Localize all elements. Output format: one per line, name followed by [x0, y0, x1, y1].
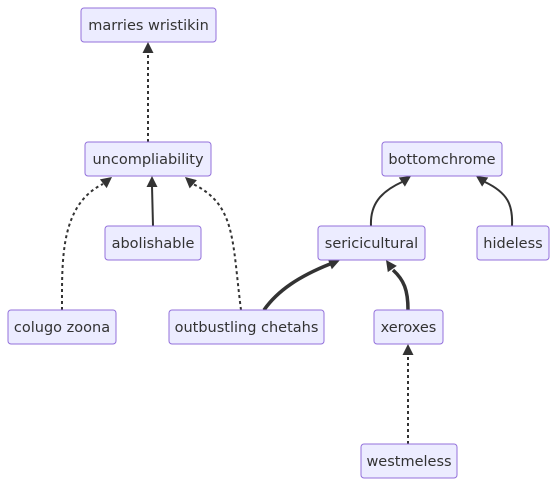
arrowhead-icon	[327, 258, 340, 270]
node-uncompliability: uncompliability	[84, 141, 212, 177]
arrowhead-icon	[398, 176, 411, 187]
edge-abolishable-to-uncompliability	[146, 176, 158, 227]
node-westmeless: westmeless	[360, 443, 458, 479]
node-outbustling: outbustling chetahs	[168, 309, 325, 345]
node-hideless: hideless	[476, 225, 550, 261]
node-label: outbustling chetahs	[175, 320, 319, 336]
edges-layer	[60, 42, 514, 444]
arrowhead-icon	[142, 42, 154, 53]
arrowhead-icon	[146, 176, 158, 187]
node-label: marries wristikin	[88, 18, 209, 34]
node-label: abolishable	[112, 236, 195, 252]
edge-xeroxes-to-sericicultural	[386, 260, 410, 311]
arrowhead-icon	[99, 177, 112, 189]
node-label: uncompliability	[92, 152, 203, 168]
edge-uncompliability-to-marries	[142, 42, 154, 142]
node-box	[84, 141, 212, 177]
node-box	[381, 141, 503, 177]
node-bottomchrome: bottomchrome	[381, 141, 503, 177]
edge-westmeless-to-xeroxes	[402, 344, 414, 444]
edge-outbustling-to-sericicultural	[262, 258, 340, 312]
edge-line	[262, 262, 331, 312]
nodes-layer: marries wristikin uncompliability abolisha…	[7, 7, 550, 479]
edge-line	[369, 181, 403, 227]
edge-colugo-to-uncompliability	[60, 177, 112, 311]
edge-hideless-to-bottomchrome	[476, 176, 514, 227]
node-box	[80, 7, 217, 43]
edge-line	[484, 181, 514, 227]
node-colugo: colugo zoona	[7, 309, 117, 345]
node-xeroxes: xeroxes	[373, 309, 444, 345]
arrowhead-icon	[476, 176, 489, 187]
arrowhead-icon	[402, 344, 414, 355]
node-box	[104, 225, 202, 261]
edge-sericicultural-to-bottomchrome	[369, 176, 411, 227]
node-label: colugo zoona	[14, 320, 110, 336]
node-marries: marries wristikin	[80, 7, 217, 43]
node-label: hideless	[483, 236, 542, 252]
node-box	[476, 225, 550, 261]
node-label: bottomchrome	[388, 152, 495, 168]
arrowhead-icon	[386, 260, 397, 273]
node-abolishable: abolishable	[104, 225, 202, 261]
node-box	[317, 225, 426, 261]
edge-line	[391, 268, 410, 311]
edge-line	[192, 183, 242, 311]
node-label: westmeless	[366, 454, 451, 470]
arrowhead-icon	[185, 177, 197, 189]
node-box	[7, 309, 117, 345]
edge-outbustling-to-uncompliability	[185, 177, 242, 311]
node-sericicultural: sericicultural	[317, 225, 426, 261]
node-label: sericicultural	[325, 236, 418, 252]
edge-line	[60, 183, 104, 311]
node-label: xeroxes	[381, 320, 437, 336]
node-box	[373, 309, 444, 345]
node-box	[168, 309, 325, 345]
edge-line	[151, 185, 154, 227]
node-box	[360, 443, 458, 479]
